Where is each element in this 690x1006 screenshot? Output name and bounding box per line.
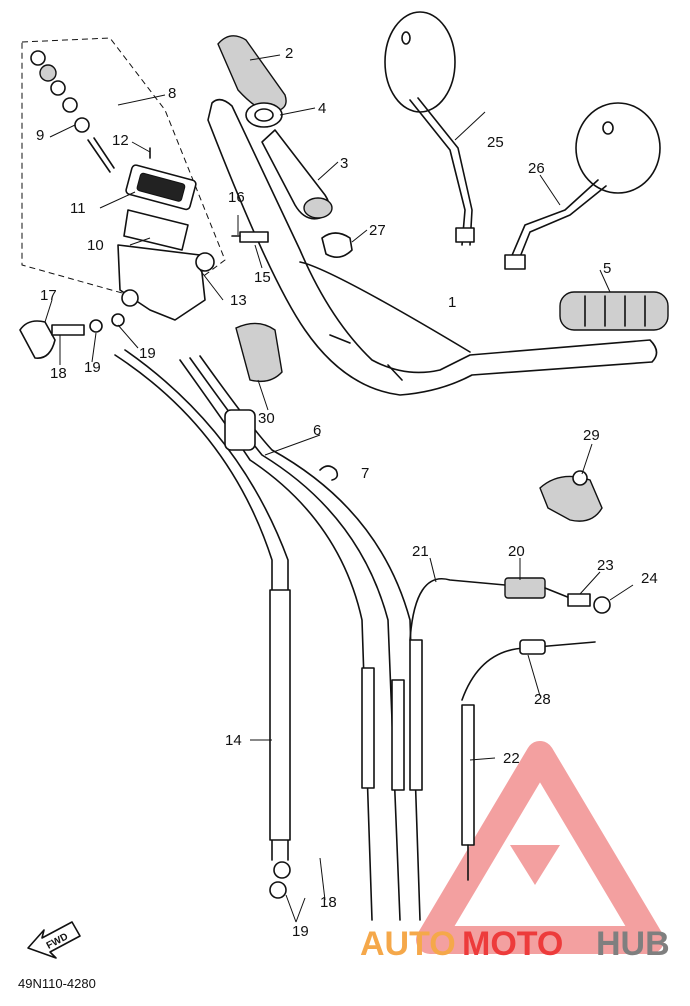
callout-3: 3 <box>340 155 348 172</box>
callout-17: 17 <box>40 287 57 304</box>
callout-19-upper: 19 <box>139 345 156 362</box>
callout-25: 25 <box>487 134 504 151</box>
callout-29: 29 <box>583 427 600 444</box>
speedo-cable-part <box>461 639 596 881</box>
watermark-part-c: HUB <box>596 925 670 963</box>
clamp-part <box>319 465 339 481</box>
callout-6: 6 <box>313 422 321 439</box>
leader-lines <box>44 54 634 923</box>
callout-4: 4 <box>318 100 326 117</box>
callout-2: 2 <box>285 45 293 62</box>
callout-7: 7 <box>361 465 369 482</box>
right-grip-part <box>559 291 669 331</box>
callout-27: 27 <box>369 222 386 239</box>
callout-8: 8 <box>168 85 176 102</box>
callout-5: 5 <box>603 260 611 277</box>
callout-1: 1 <box>448 294 456 311</box>
watermark-text: AUTO MOTO HUB <box>360 925 670 963</box>
callout-23: 23 <box>597 557 614 574</box>
callout-15: 15 <box>254 269 271 286</box>
watermark-part-b: MOTO <box>462 925 563 963</box>
callout-19-lower: 19 <box>292 923 309 940</box>
throttle-cables-part <box>179 355 423 921</box>
callout-30: 30 <box>258 410 275 427</box>
diagram-code: 49N110-4280 <box>18 976 96 991</box>
watermark-logo <box>416 741 664 954</box>
callout-14: 14 <box>225 732 242 749</box>
callout-18: 18 <box>50 365 67 382</box>
callout-11: 11 <box>70 200 86 217</box>
callout-24: 24 <box>641 570 658 587</box>
callout-22: 22 <box>503 750 520 767</box>
clutch-cable-part <box>409 577 611 641</box>
callout-18-lower: 18 <box>320 894 337 911</box>
callout-9: 9 <box>36 127 44 144</box>
left-grip-part <box>217 35 353 258</box>
right-mirror-part <box>504 102 661 270</box>
callout-26: 26 <box>528 160 545 177</box>
master-cylinder-outline <box>21 37 226 306</box>
switch-part-29 <box>539 470 603 522</box>
fwd-arrow-icon: FWD <box>27 921 81 959</box>
callout-21: 21 <box>412 543 429 560</box>
callout-12: 12 <box>112 132 129 149</box>
callout-20: 20 <box>508 543 525 560</box>
callout-labels: 1 2 3 4 5 6 7 8 9 10 11 12 13 14 15 16 1… <box>36 45 658 940</box>
callout-16: 16 <box>228 189 245 206</box>
watermark-part-a: AUTO <box>360 925 456 963</box>
callout-13: 13 <box>230 292 247 309</box>
callout-28: 28 <box>534 691 551 708</box>
callout-10: 10 <box>87 237 104 254</box>
brake-hose-part <box>114 349 291 899</box>
left-mirror-part <box>384 11 475 246</box>
master-cylinder-part <box>30 50 215 321</box>
callout-19: 19 <box>84 359 101 376</box>
banjo-bolt-part <box>19 231 269 359</box>
switch-part <box>235 322 283 383</box>
handlebar-part <box>207 98 658 396</box>
